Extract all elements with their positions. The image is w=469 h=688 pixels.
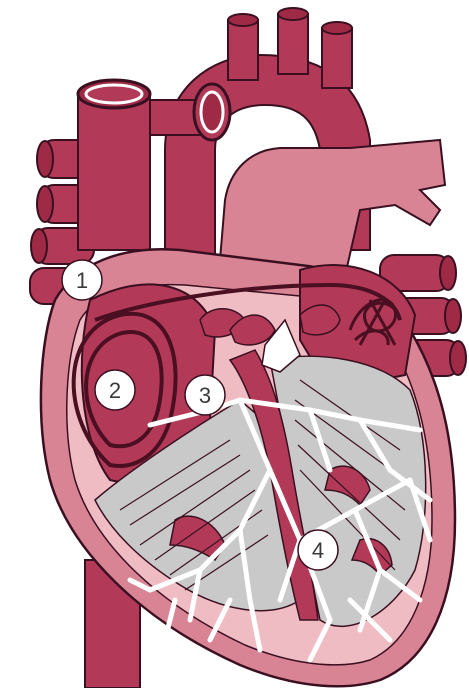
svg-text:3: 3 bbox=[199, 383, 211, 408]
svg-text:1: 1 bbox=[76, 268, 88, 293]
label-2: 2 bbox=[95, 370, 135, 410]
label-3: 3 bbox=[185, 375, 225, 415]
label-4: 4 bbox=[298, 530, 338, 570]
svg-text:2: 2 bbox=[109, 378, 121, 403]
superior-vena-cava bbox=[78, 95, 150, 250]
label-1: 1 bbox=[62, 260, 102, 300]
svg-text:4: 4 bbox=[312, 538, 324, 563]
